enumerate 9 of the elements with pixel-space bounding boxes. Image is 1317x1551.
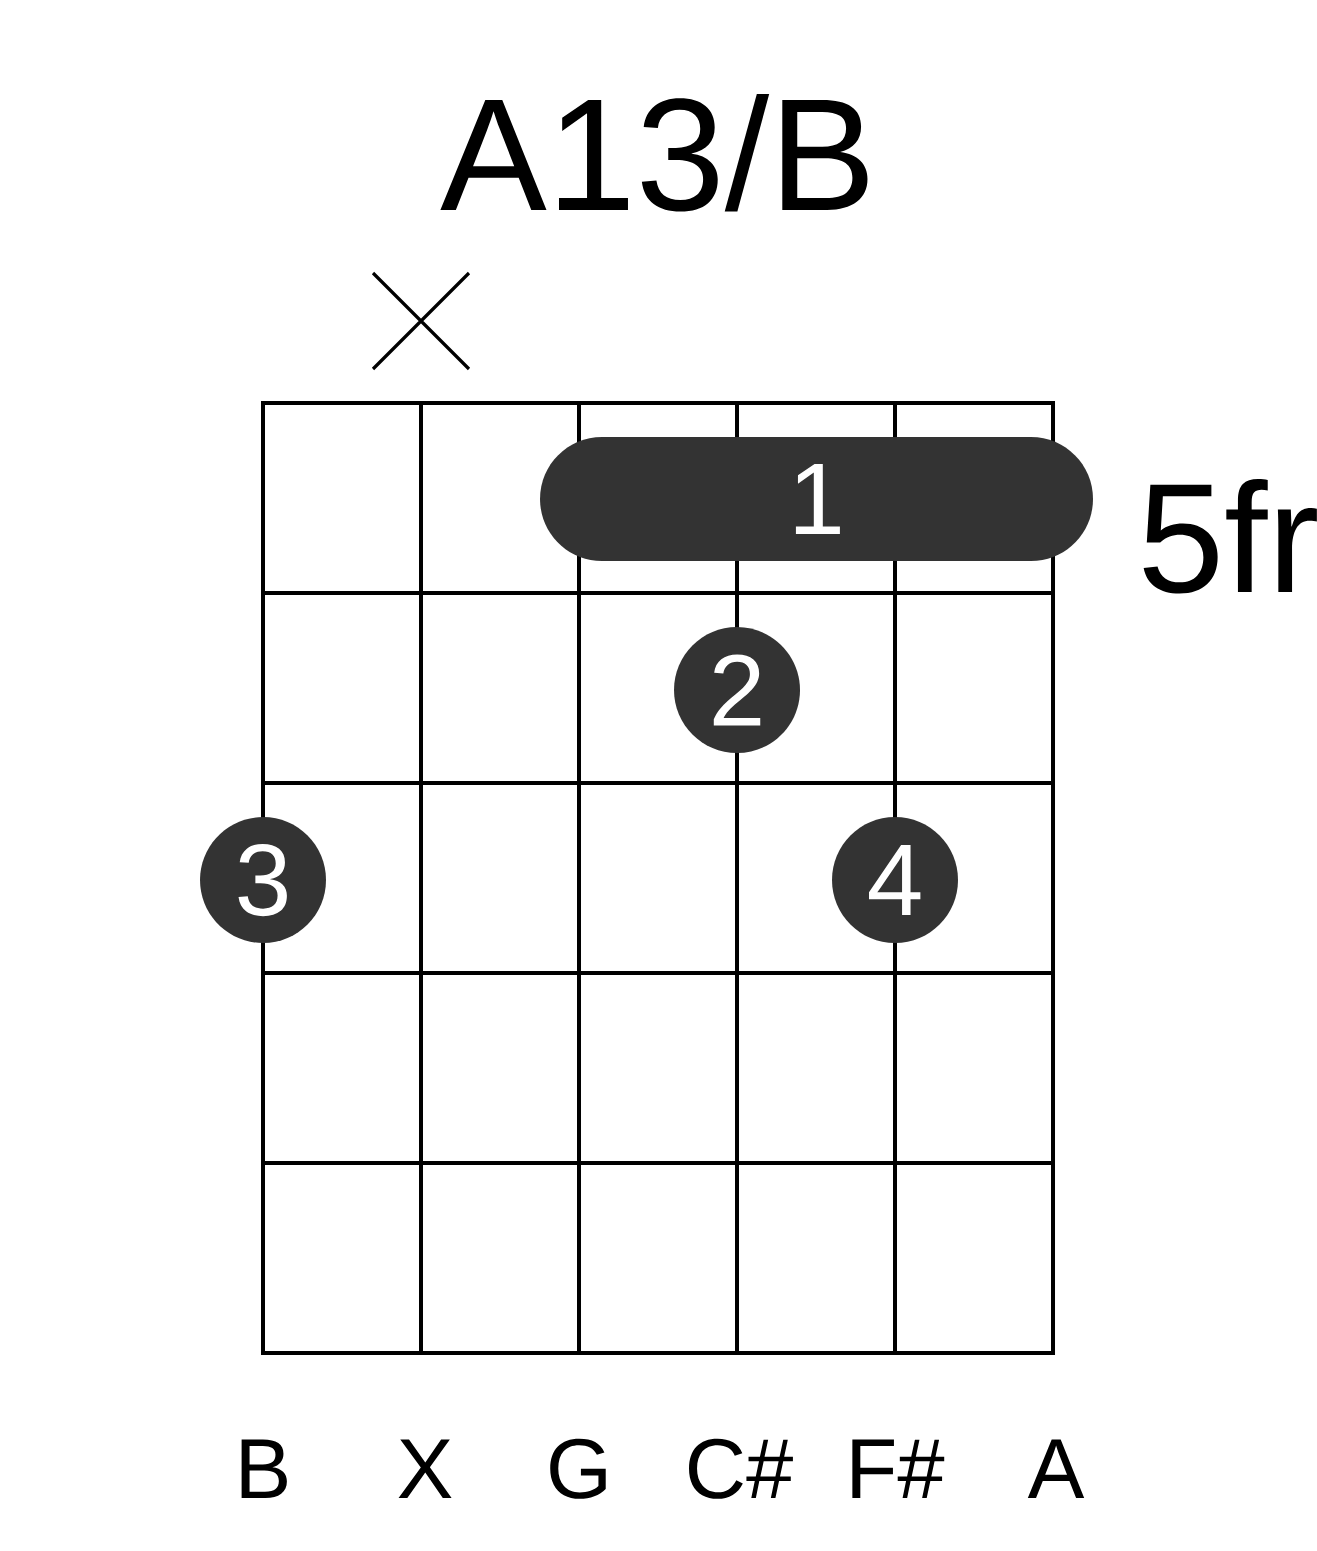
string-note: X: [398, 1439, 452, 1498]
string-note: A: [1027, 1439, 1085, 1498]
string-note: C#: [689, 1438, 793, 1499]
chord-title: A13/B: [440, 94, 868, 212]
string-note: G: [550, 1438, 606, 1499]
barre-bar: 1: [540, 437, 1093, 561]
fret-number: 5fr: [1143, 479, 1317, 594]
string-note: F#: [852, 1439, 945, 1498]
string-note: B: [241, 1439, 287, 1498]
